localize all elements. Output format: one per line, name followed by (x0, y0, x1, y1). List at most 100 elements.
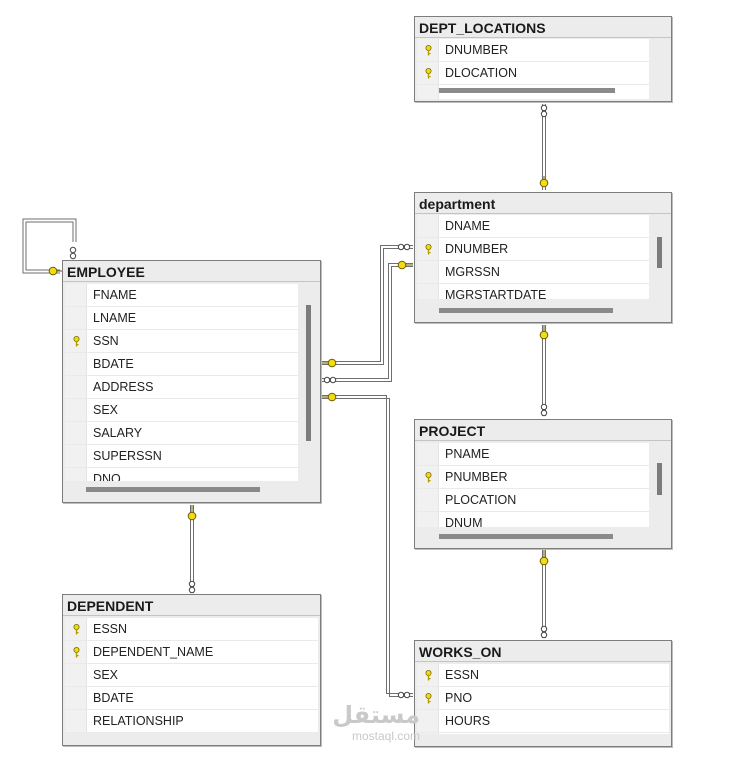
field-row[interactable]: DNUMBER (417, 39, 649, 62)
primary-key-icon (425, 693, 432, 704)
field-row[interactable]: DEPENDENT_NAME (65, 641, 318, 664)
field-name: HOURS (445, 714, 491, 728)
field-row[interactable]: HOURS (417, 710, 669, 733)
field-row[interactable]: DNUM (417, 512, 649, 527)
horizontal-scrollbar[interactable] (439, 534, 613, 539)
field-name: MGRSTARTDATE (445, 288, 547, 299)
key-endpoint-icon (539, 330, 549, 340)
vertical-scrollbar[interactable] (657, 237, 662, 268)
primary-key-icon (73, 624, 80, 635)
rel-employee-workson (321, 395, 413, 697)
primary-key-icon (425, 670, 432, 681)
primary-key-icon (73, 647, 80, 658)
horizontal-scrollbar[interactable] (439, 308, 613, 313)
field-name: PNAME (445, 447, 490, 461)
field-name: SALARY (93, 426, 143, 440)
key-endpoint-icon (327, 392, 337, 402)
field-row[interactable]: MGRSTARTDATE (417, 284, 649, 299)
rel-dept-to-deptlocations (542, 104, 546, 190)
table-works-on[interactable]: WORKS_ON ESSN PNO HOURS (414, 640, 672, 747)
field-name: PNO (445, 691, 473, 705)
row-selector-gutter (65, 284, 87, 481)
table-title: DEPENDENT (63, 595, 320, 616)
key-endpoint-icon (539, 556, 549, 566)
field-row[interactable]: SSN (65, 330, 298, 353)
vertical-scrollbar[interactable] (657, 463, 662, 495)
field-row[interactable]: RELATIONSHIP (65, 710, 318, 733)
table-department[interactable]: department DNAME DNUMBER MGRSSN MGRSTARTDAT… (414, 192, 672, 323)
field-row[interactable]: SEX (65, 664, 318, 687)
field-name: PNUMBER (445, 470, 508, 484)
field-name: DLOCATION (445, 66, 517, 80)
field-row[interactable]: DLOCATION (417, 62, 649, 85)
table-dependent[interactable]: DEPENDENT ESSN DEPENDENT_NAME SEX BDATE RELA… (62, 594, 321, 746)
field-name: DNO (93, 472, 121, 481)
table-dept-locations[interactable]: DEPT_LOCATIONS DNUMBER DLOCATION (414, 16, 672, 102)
field-row[interactable]: BDATE (65, 687, 318, 710)
table-employee[interactable]: EMPLOYEE FNAME LNAME SSN BDATE ADDRESS SEX SAL… (62, 260, 321, 503)
field-row[interactable]: BDATE (65, 353, 298, 376)
watermark-arabic: مستقل (332, 702, 420, 729)
field-name: MGRSSN (445, 265, 500, 279)
field-row[interactable]: PNUMBER (417, 466, 649, 489)
field-row[interactable]: ESSN (65, 618, 318, 641)
field-row[interactable]: PNO (417, 687, 669, 710)
table-title: PROJECT (415, 420, 671, 441)
primary-key-icon (425, 244, 432, 255)
table-title: WORKS_ON (415, 641, 671, 662)
vertical-scrollbar[interactable] (306, 305, 311, 441)
key-endpoint-icon (539, 178, 549, 188)
key-endpoint-icon (327, 358, 337, 368)
field-row[interactable]: FNAME (65, 284, 298, 307)
row-selector-gutter (417, 215, 439, 299)
field-name: SUPERSSN (93, 449, 162, 463)
primary-key-icon (425, 472, 432, 483)
key-endpoint-icon (397, 260, 407, 270)
horizontal-scrollbar[interactable] (439, 88, 615, 93)
field-name: BDATE (93, 691, 134, 705)
watermark-latin: mostaql.com (351, 729, 420, 743)
field-name: DNUM (445, 516, 483, 527)
rel-employee-self (22, 218, 77, 274)
field-row[interactable]: ESSN (417, 664, 669, 687)
watermark: مستقل mostaql.com (310, 702, 420, 742)
field-name: ESSN (93, 622, 128, 636)
field-name: ADDRESS (93, 380, 154, 394)
primary-key-icon (73, 336, 80, 347)
table-title: DEPT_LOCATIONS (415, 17, 671, 38)
primary-key-icon (425, 68, 432, 79)
field-name: RELATIONSHIP (93, 714, 184, 728)
field-row[interactable]: DNO (65, 468, 298, 481)
field-name: DNUMBER (445, 43, 509, 57)
field-row[interactable]: SUPERSSN (65, 445, 298, 468)
row-selector-gutter (65, 618, 87, 733)
field-name: DNUMBER (445, 242, 509, 256)
table-project[interactable]: PROJECT PNAME PNUMBER PLOCATION DNUM (414, 419, 672, 549)
field-row[interactable]: SEX (65, 399, 298, 422)
field-row[interactable]: ADDRESS (65, 376, 298, 399)
key-endpoint-icon (48, 266, 58, 276)
field-name: DNAME (445, 219, 491, 233)
field-row[interactable]: MGRSSN (417, 261, 649, 284)
field-name: FNAME (93, 288, 137, 302)
field-name: SEX (93, 668, 119, 682)
row-selector-gutter (417, 443, 439, 527)
rel-department-project (542, 325, 546, 416)
field-row[interactable]: PLOCATION (417, 489, 649, 512)
field-name: ESSN (445, 668, 480, 682)
field-row[interactable]: DNUMBER (417, 238, 649, 261)
field-row[interactable]: PNAME (417, 443, 649, 466)
key-endpoint-icon (187, 511, 197, 521)
table-title: department (415, 193, 671, 214)
field-row[interactable]: SALARY (65, 422, 298, 445)
field-row[interactable]: LNAME (65, 307, 298, 330)
field-name: BDATE (93, 357, 134, 371)
table-title: EMPLOYEE (63, 261, 320, 282)
field-name: DEPENDENT_NAME (93, 645, 214, 659)
field-row[interactable]: DNAME (417, 215, 649, 238)
horizontal-scrollbar[interactable] (86, 487, 260, 492)
primary-key-icon (425, 45, 432, 56)
field-name: SEX (93, 403, 119, 417)
field-name: SSN (93, 334, 119, 348)
